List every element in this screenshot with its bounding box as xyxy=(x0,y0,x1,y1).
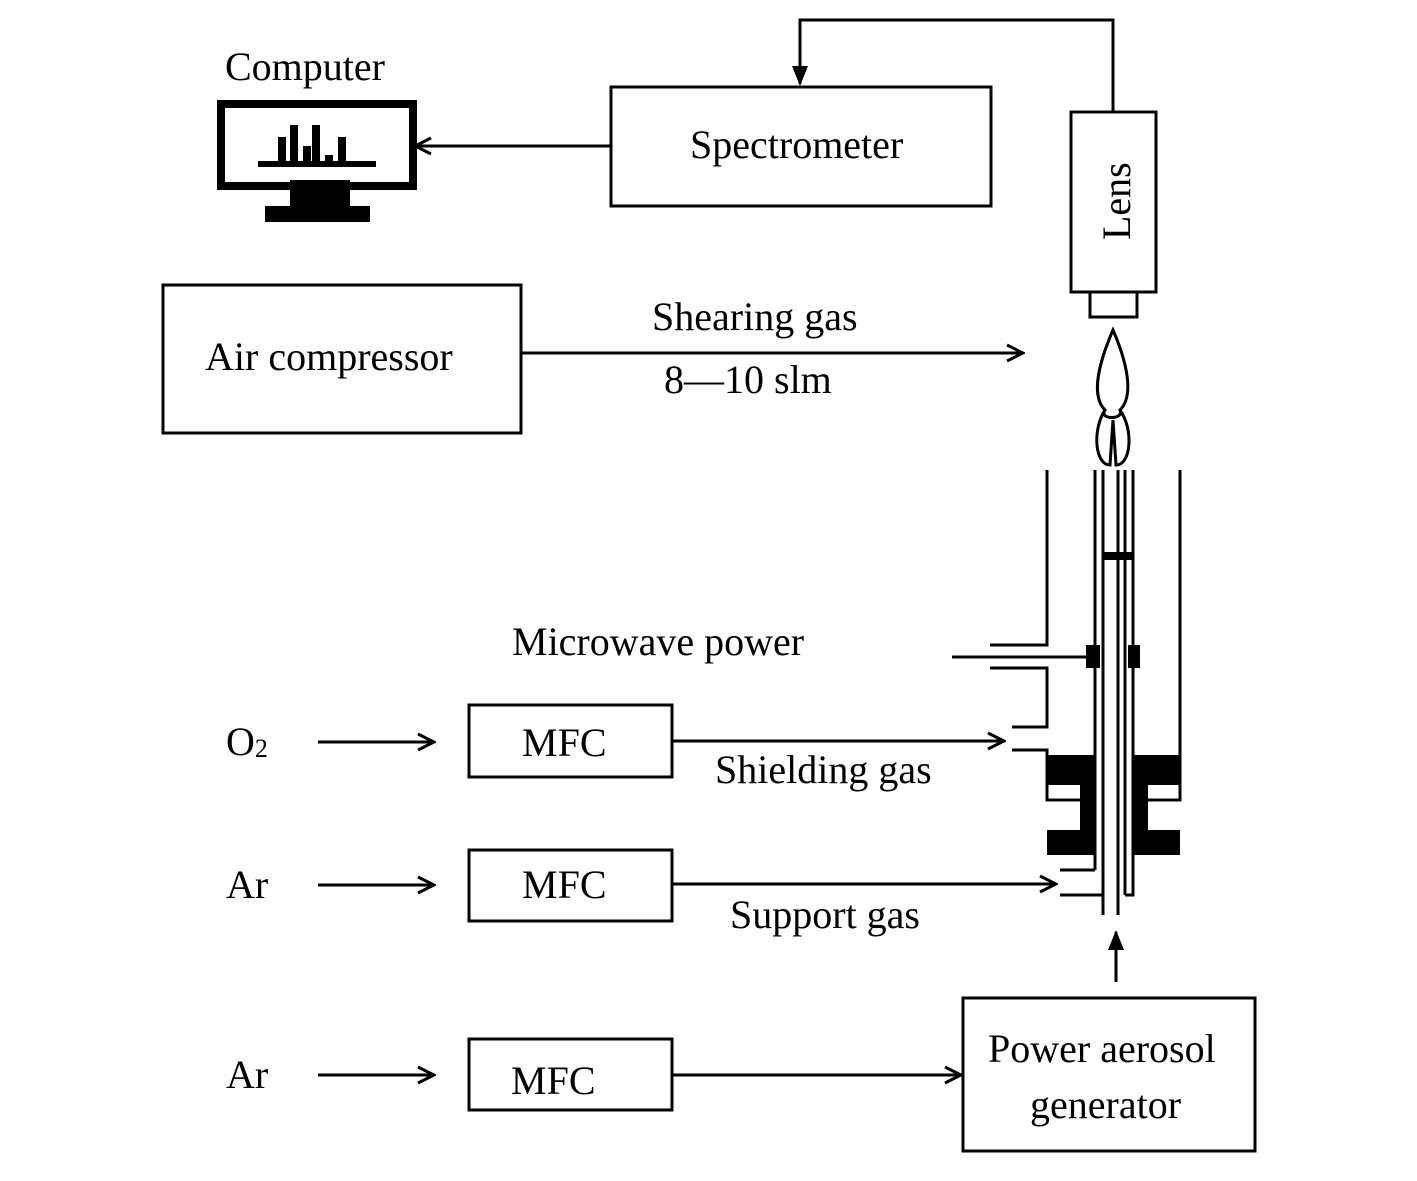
shearing-flow-label: 8—10 slm xyxy=(664,357,832,402)
microwave-plasma-torch xyxy=(952,470,1182,915)
computer-icon xyxy=(217,100,417,222)
aerosol-generator-label-1: Power aerosol xyxy=(988,1026,1216,1071)
lens-to-spectrometer-arrow xyxy=(792,18,1115,112)
o2-label: O2 xyxy=(226,719,268,764)
air-compressor-label: Air compressor xyxy=(205,334,453,379)
air-compressor-box xyxy=(161,283,523,435)
mfc-support-label: MFC xyxy=(522,862,607,907)
ar-support-label: Ar xyxy=(226,862,268,907)
lens-box xyxy=(1069,110,1158,294)
lens-label: Lens xyxy=(1094,162,1139,240)
plasma-flame xyxy=(1095,326,1131,467)
shielding-gas-label: Shielding gas xyxy=(715,747,932,792)
microwave-power-label: Microwave power xyxy=(512,619,804,664)
shearing-gas-label: Shearing gas xyxy=(652,294,858,339)
computer-label: Computer xyxy=(225,44,385,89)
mfc-support-box xyxy=(467,848,674,923)
spectrometer-label: Spectrometer xyxy=(690,122,903,167)
mfc-aerosol-box xyxy=(467,1037,674,1112)
spectrometer-box xyxy=(609,85,993,208)
mfc-o2-label: MFC xyxy=(522,720,607,765)
mfc-aerosol-label: MFC xyxy=(511,1058,596,1103)
support-gas-label: Support gas xyxy=(730,892,920,937)
aerosol-generator-label-2: generator xyxy=(1030,1082,1181,1127)
ar-aerosol-label: Ar xyxy=(226,1052,268,1097)
lens-tip xyxy=(1088,290,1139,319)
aerosol-generator-box xyxy=(961,996,1257,1153)
